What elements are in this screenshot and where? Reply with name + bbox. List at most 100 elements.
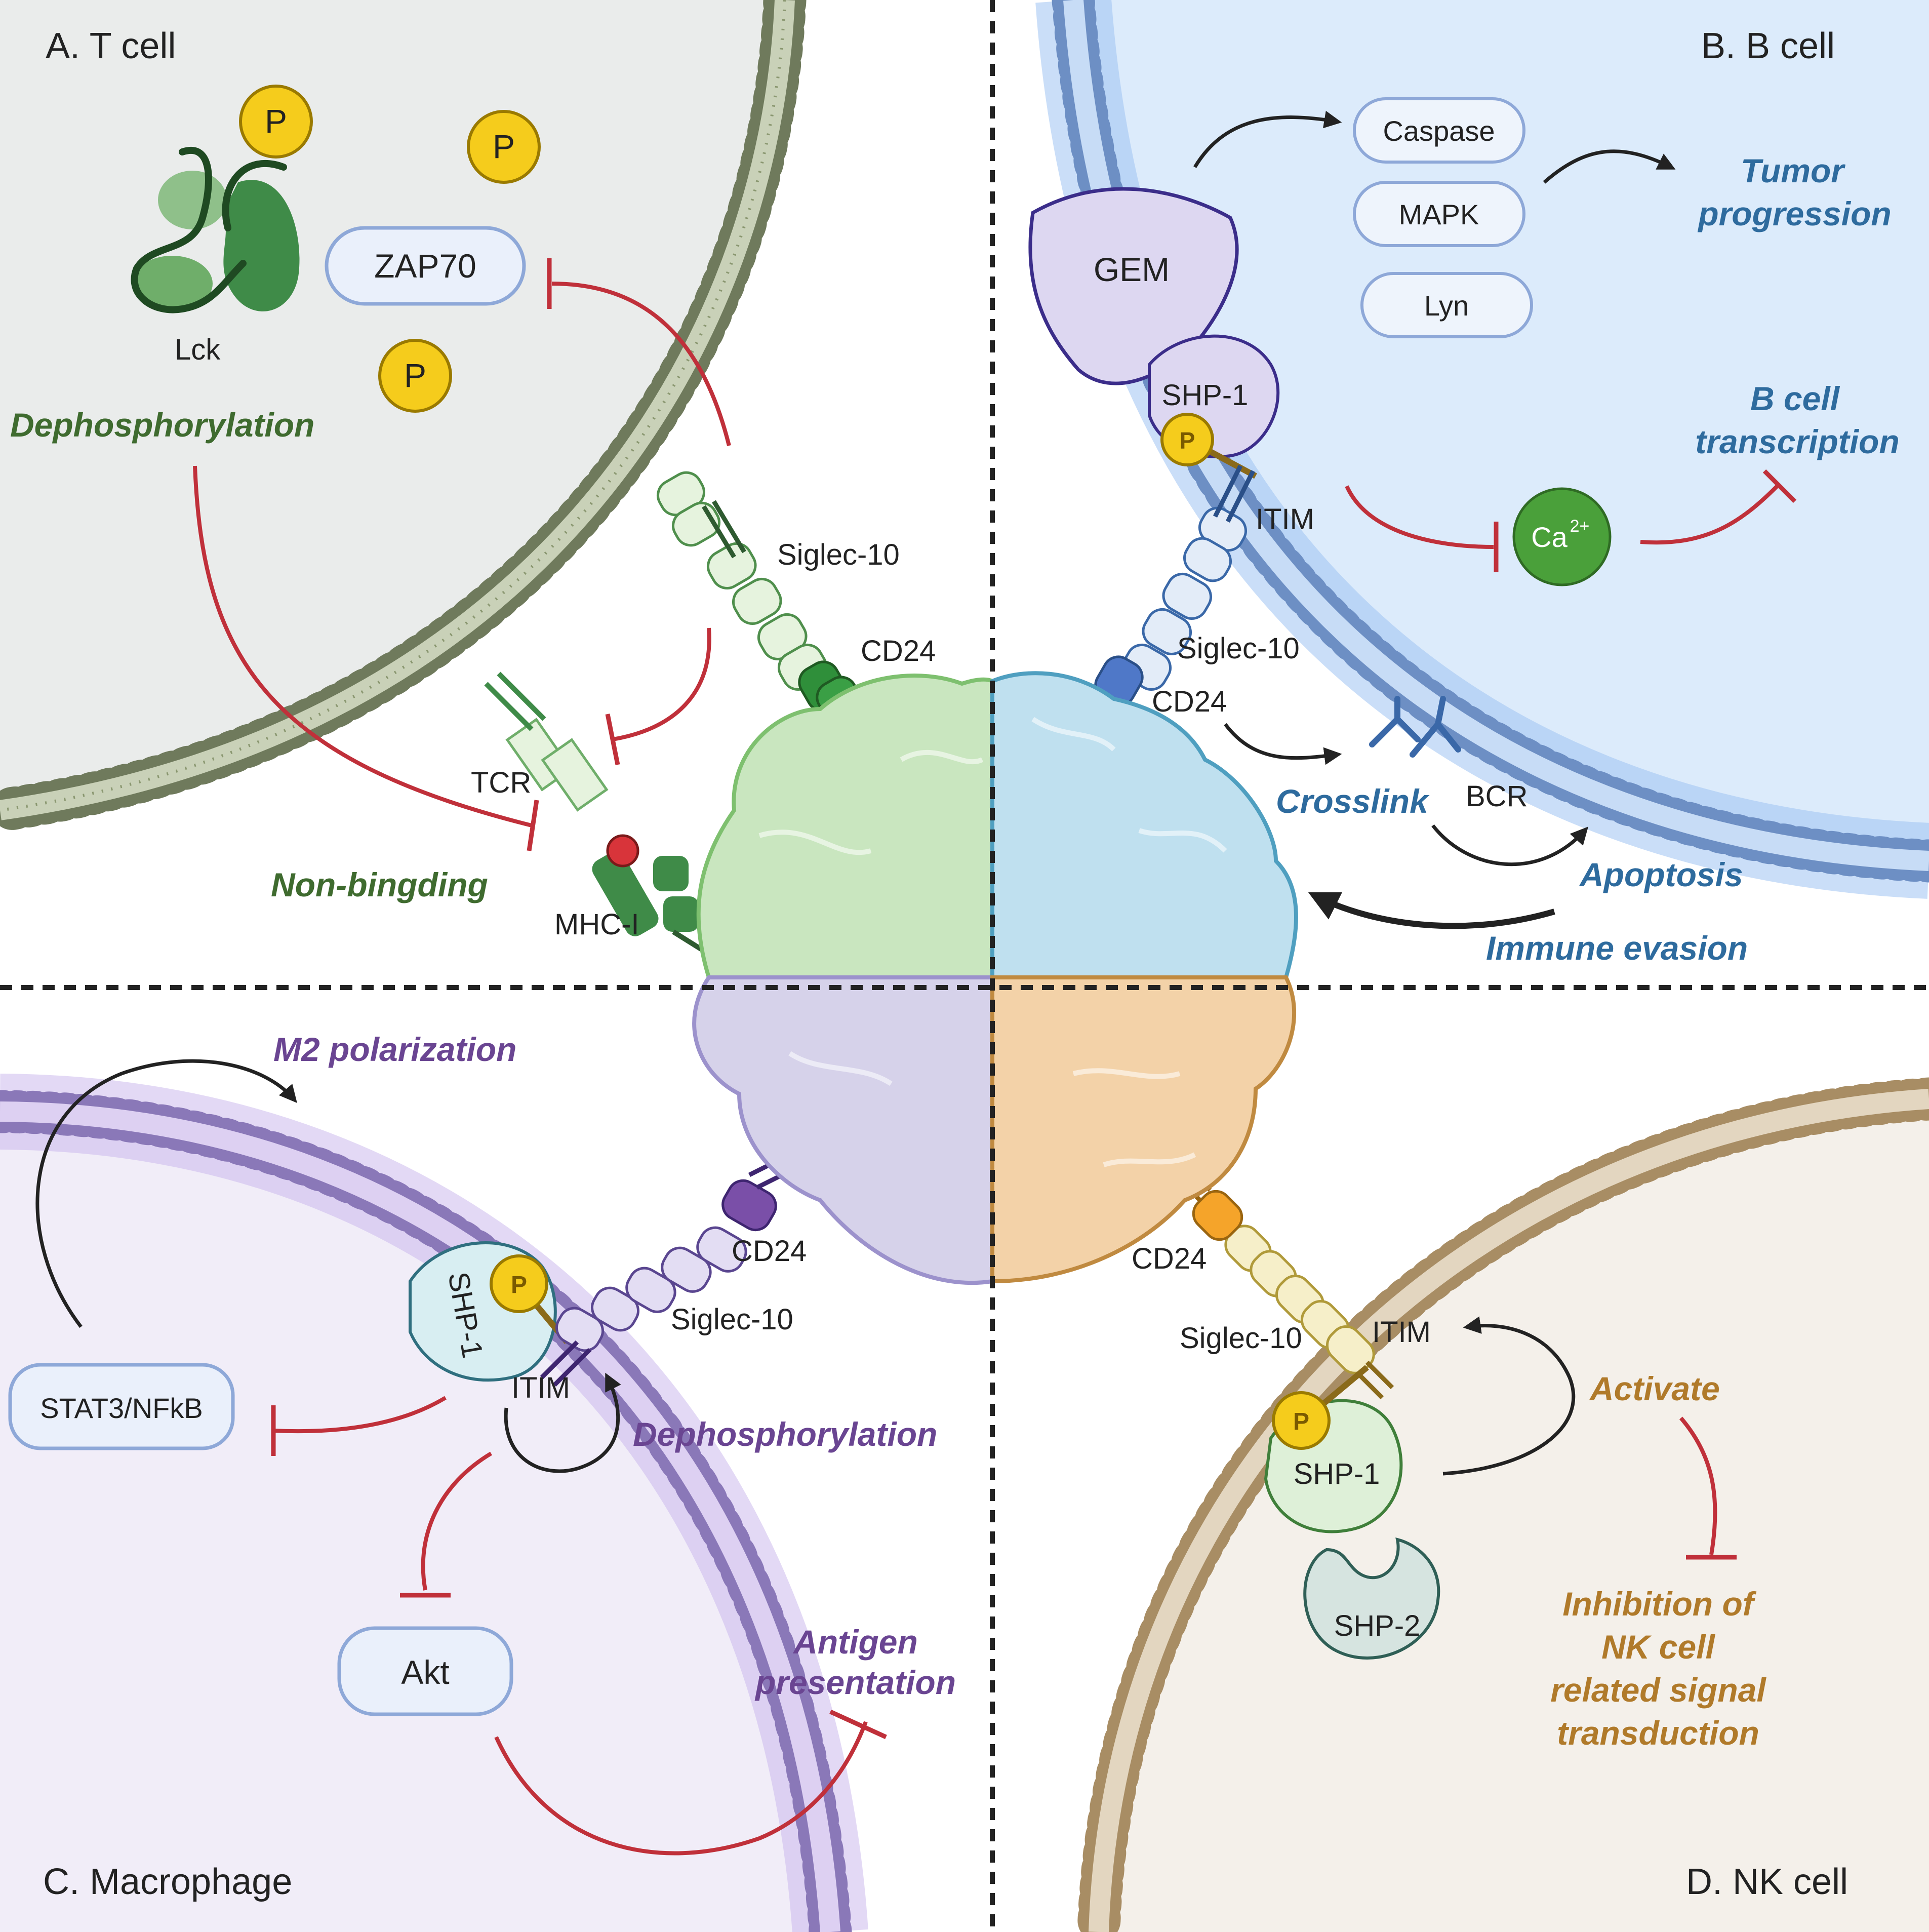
macrophage-title: C. Macrophage <box>43 1862 292 1902</box>
inhibit-transcription-line <box>1640 485 1779 545</box>
tcr-receptor-icon <box>484 672 609 812</box>
t-cell-title: A. T cell <box>46 26 176 66</box>
tumor-label-1: Tumor <box>1741 152 1845 189</box>
shp2-label: SHP-2 <box>1334 1609 1421 1642</box>
inhibition-label-3: related signal <box>1550 1671 1766 1709</box>
tumor-quadrant-tr <box>990 671 1298 979</box>
panel-t-cell: A. T cell Lck P P P ZAP70 Dephosphorylat… <box>0 0 936 960</box>
shp1-b-label: SHP-1 <box>1162 379 1249 412</box>
inhibition-label-1: Inhibition of <box>1562 1585 1757 1623</box>
svg-text:Ca: Ca <box>1531 521 1568 553</box>
siglec10-label-nk: Siglec-10 <box>1180 1322 1302 1355</box>
svg-text:P: P <box>511 1272 527 1298</box>
panel-macrophage: C. Macrophage M2 polarization SHP-1 P <box>0 1031 956 1932</box>
svg-text:2+: 2+ <box>1570 517 1590 536</box>
phosphate-icon: P <box>467 110 541 184</box>
svg-text:P: P <box>493 128 515 165</box>
panel-b-cell: B. B cell Caspase MAPK Lyn Tumor progres… <box>1028 0 1929 967</box>
zap70-box <box>325 226 526 306</box>
m2-arrow <box>35 1059 297 1328</box>
inhibition-label-2: NK cell <box>1601 1628 1715 1666</box>
b-cell-title: B. B cell <box>1701 26 1835 66</box>
bcr-receptor-icon <box>1369 696 1461 758</box>
dephos-arrow <box>504 1372 621 1473</box>
bcr-label: BCR <box>1466 780 1528 813</box>
b-transcription-label-1: B cell <box>1750 380 1840 417</box>
nk-title: D. NK cell <box>1686 1862 1848 1902</box>
lck-kinase-icon <box>131 147 300 313</box>
phosphate-icon: P <box>378 339 452 413</box>
gem-arrow <box>1193 110 1342 168</box>
tumor-label-2: progression <box>1697 195 1891 232</box>
siglec10-receptor-icon <box>540 1152 799 1387</box>
b-transcription-label-2: transcription <box>1695 423 1899 460</box>
inhibit-mhc-line <box>193 465 532 827</box>
siglec10-label-t: Siglec-10 <box>777 538 900 571</box>
nk-cytoplasm <box>1099 1099 1929 1932</box>
lck-label: Lck <box>175 333 221 366</box>
activate-arrow <box>1442 1316 1576 1476</box>
phosphate-icon: P <box>1160 413 1257 479</box>
dephosphorylation-label: Dephosphorylation <box>10 406 314 444</box>
siglec10-receptor-icon <box>657 471 828 691</box>
crosslink-label: Crosslink <box>1276 782 1430 820</box>
immune-evasion-arrow <box>1308 892 1555 929</box>
itim-b-label: ITIM <box>1256 503 1314 536</box>
akt-label: Akt <box>401 1653 449 1691</box>
apoptosis-arrow <box>1431 824 1589 866</box>
m2-polarization-label: M2 polarization <box>273 1031 516 1068</box>
antigen-label-1: Antigen <box>792 1623 918 1661</box>
tcr-label: TCR <box>471 766 531 799</box>
tumor-quadrant-br <box>990 975 1297 1284</box>
shp1-nk-label: SHP-1 <box>1294 1457 1380 1490</box>
inhibit-stat3-line <box>273 1396 447 1434</box>
siglec10-label-mac: Siglec-10 <box>671 1303 793 1336</box>
zap70-label: ZAP70 <box>374 247 476 285</box>
itim-mac-label: ITIM <box>511 1371 570 1404</box>
crosslink-arrow <box>1224 723 1342 765</box>
mhc-i-label: MHC-I <box>554 908 639 941</box>
inhibit-nk-line <box>1679 1416 1717 1555</box>
inhibit-tcr-line <box>612 627 711 741</box>
calcium-icon: Ca 2+ <box>1512 487 1612 586</box>
stat3-nfkb-label: STAT3/NFkB <box>40 1392 203 1424</box>
inhibit-akt-line <box>421 1451 493 1591</box>
apoptosis-label: Apoptosis <box>1579 856 1743 893</box>
macrophage-cytoplasm <box>0 1112 830 1932</box>
cd24-label-b: CD24 <box>1152 685 1227 718</box>
gem-label: GEM <box>1094 251 1170 288</box>
lyn-box <box>1360 272 1533 338</box>
mapk-label: MAPK <box>1399 199 1479 230</box>
panel-nk-cell: D. NK cell CD24 Siglec-10 ITIM SHP-1 P <box>1077 1077 1929 1932</box>
svg-text:P: P <box>1293 1408 1309 1435</box>
cd24-label-t: CD24 <box>861 635 936 667</box>
antigen-label-2: presentation <box>754 1664 956 1701</box>
siglec10-receptor-icon <box>1081 464 1256 741</box>
siglec10-label-b: Siglec-10 <box>1177 632 1300 665</box>
tumor-quadrant-bl <box>692 975 994 1285</box>
mhc-i-icon <box>592 834 715 960</box>
activate-label: Activate <box>1589 1370 1720 1407</box>
lyn-label: Lyn <box>1424 290 1469 322</box>
cd24-label-mac: CD24 <box>732 1235 807 1268</box>
itim-nk-label: ITIM <box>1372 1316 1431 1349</box>
siglec10-receptor-icon <box>1168 1158 1394 1400</box>
caspase-box <box>1353 97 1525 164</box>
shp2-shape <box>1303 1537 1440 1660</box>
svg-text:P: P <box>265 102 287 140</box>
svg-text:P: P <box>1180 427 1195 454</box>
stat3-nfkb-box <box>8 1363 235 1450</box>
dephosphorylation-mac-label: Dephosphorylation <box>633 1415 937 1453</box>
tumor-progression-arrow <box>1543 149 1676 184</box>
b-cell-cytoplasm <box>1073 0 1929 861</box>
mapk-box <box>1353 181 1525 247</box>
akt-box <box>337 1626 513 1716</box>
tumor-cell <box>692 671 1298 1285</box>
phosphate-icon: P <box>239 85 313 159</box>
non-binding-label: Non-bingding <box>271 866 488 903</box>
inhibit-antigen-line <box>494 1721 868 1856</box>
inhibit-zap70-line <box>551 282 731 446</box>
tumor-quadrant-tl <box>696 674 994 979</box>
cd24-label-nk: CD24 <box>1132 1242 1207 1275</box>
